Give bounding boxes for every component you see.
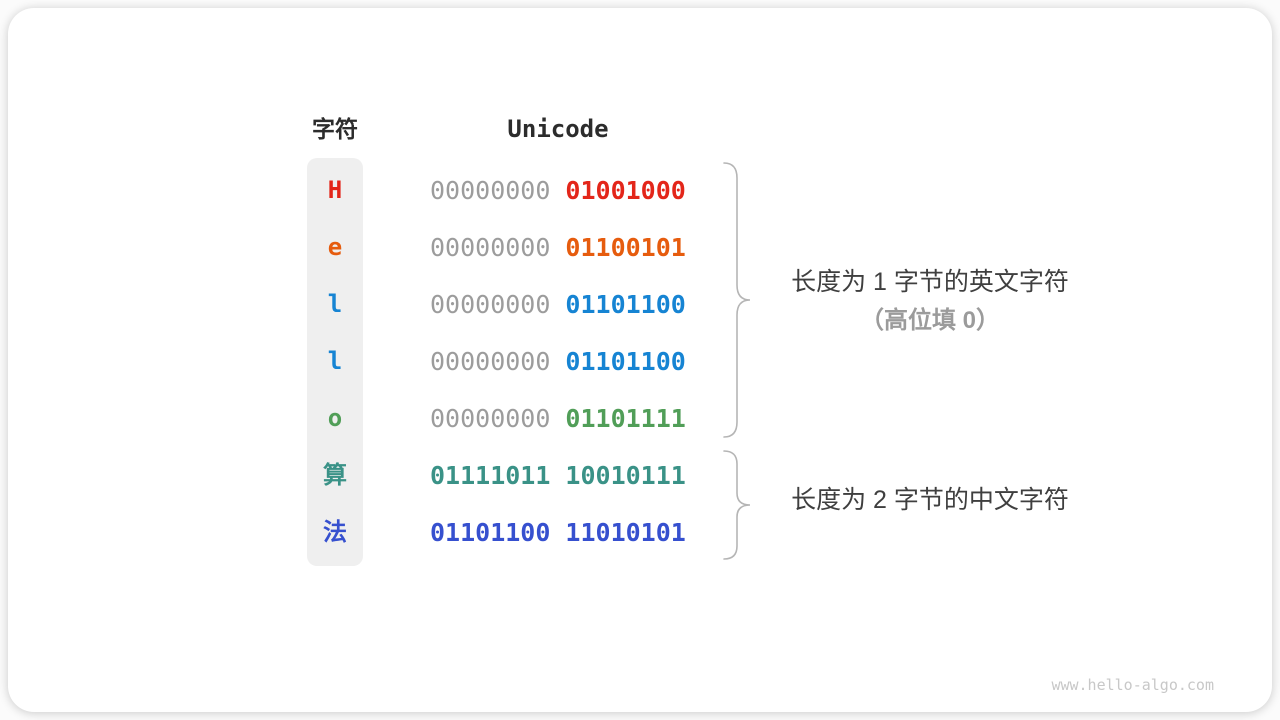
- byte-low: 01101100: [565, 290, 686, 319]
- byte-high: 00000000: [430, 176, 551, 205]
- binary-cell: 00000000 01101100: [430, 333, 686, 390]
- char-column-background: [307, 158, 363, 566]
- char-cell: l: [327, 290, 343, 318]
- byte-low: 01100101: [565, 233, 686, 262]
- char-cell: o: [327, 404, 343, 432]
- byte-low: 01101100: [565, 347, 686, 376]
- binary-cell: 00000000 01101111: [430, 390, 686, 447]
- curly-brace-chinese-group: [723, 450, 751, 560]
- column-header-unicode: Unicode: [507, 115, 609, 143]
- char-cell: H: [327, 176, 343, 204]
- byte-high: 00000000: [430, 233, 551, 262]
- byte-high: 00000000: [430, 404, 551, 433]
- watermark: www.hello-algo.com: [1051, 676, 1214, 694]
- char-cell: l: [327, 347, 343, 375]
- byte-low: 01001000: [565, 176, 686, 205]
- byte-low: 11010101: [565, 518, 686, 547]
- binary-cell: 00000000 01100101: [430, 219, 686, 276]
- byte-high: 01111011: [430, 461, 551, 490]
- binary-cell: 00000000 01101100: [430, 276, 686, 333]
- byte-high: 00000000: [430, 290, 551, 319]
- char-cell: 算: [323, 461, 347, 489]
- binary-cell: 01101100 11010101: [430, 504, 686, 561]
- annotation-english-line1: 长度为 1 字节的英文字符: [791, 268, 1069, 296]
- byte-high: 00000000: [430, 347, 551, 376]
- annotation-english-chars: 长度为 1 字节的英文字符 （高位填 0）: [770, 266, 1090, 337]
- annotation-chinese-line1: 长度为 2 字节的中文字符: [791, 486, 1069, 514]
- annotation-chinese-chars: 长度为 2 字节的中文字符: [770, 484, 1090, 516]
- byte-low: 01101111: [565, 404, 686, 433]
- diagram-card: [8, 8, 1272, 712]
- binary-cell: 01111011 10010111: [430, 447, 686, 504]
- char-cell: e: [327, 233, 343, 261]
- byte-low: 10010111: [565, 461, 686, 490]
- binary-cell: 00000000 01001000: [430, 162, 686, 219]
- column-header-char: 字符: [312, 116, 358, 142]
- annotation-english-line2: （高位填 0）: [859, 307, 1000, 334]
- curly-brace-english-group: [723, 162, 751, 438]
- byte-high: 01101100: [430, 518, 551, 547]
- char-cell: 法: [323, 518, 347, 546]
